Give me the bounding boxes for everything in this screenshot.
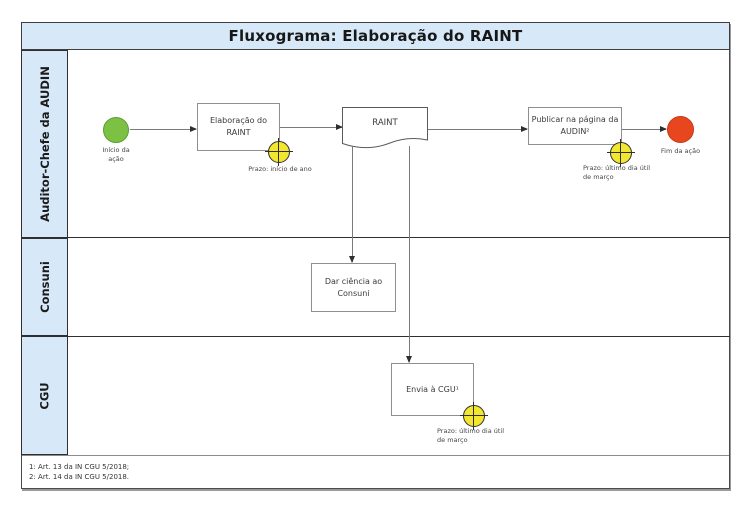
document-shape	[342, 107, 428, 149]
task-envia-cgu: Envia à CGU¹	[391, 363, 474, 416]
end-event-label: Fim da ação	[660, 147, 701, 155]
task-dar-ciencia-consuni: Dar ciência ao Consuni	[311, 263, 396, 312]
timer-label-ultimo-dia-marco-enviar: Prazo: último dia útil de março	[437, 427, 505, 444]
lane-label-text: CGU	[37, 381, 52, 410]
footnote-2: 2: Art. 14 da IN CGU 5/2018.	[29, 473, 130, 481]
lane-divider	[21, 237, 730, 238]
flow-arrow-doc-to-publicar	[428, 125, 528, 132]
start-event-circle	[103, 117, 129, 143]
flow-arrow-doc-to-enviar	[405, 146, 412, 363]
flow-arrow-elaborar-to-doc	[280, 123, 343, 130]
diagram-title-bar: Fluxograma: Elaboração do RAINT	[21, 22, 730, 50]
flowchart-frame	[21, 22, 730, 489]
lane-label-text: Consuni	[37, 261, 52, 313]
timer-label-inicio-de-ano: Prazo: início de ano	[248, 165, 312, 173]
footnotes-area: 1: Art. 13 da IN CGU 5/2018; 2: Art. 14 …	[22, 455, 729, 488]
task-elaboracao-raint: Elaboração do RAINT	[197, 103, 280, 151]
lane-label-text: Auditor-Chefe da AUDIN	[37, 66, 52, 222]
timer-cross-icon	[460, 415, 488, 417]
lane-label-auditor-chefe: Auditor-Chefe da AUDIN	[21, 50, 68, 238]
document-raint: RAINT	[342, 107, 428, 151]
timer-cross-icon	[607, 152, 635, 154]
lane-divider	[21, 336, 730, 337]
timer-event-inicio-de-ano	[265, 138, 293, 166]
end-event-circle	[667, 116, 694, 143]
diagram-title: Fluxograma: Elaboração do RAINT	[228, 27, 523, 45]
flow-arrow-publicar-to-end	[622, 125, 667, 132]
lane-label-consuni: Consuni	[21, 238, 68, 336]
document-label: RAINT	[372, 118, 398, 128]
timer-cross-icon	[265, 151, 293, 153]
flow-arrow-doc-to-ciencia	[348, 146, 355, 263]
timer-label-ultimo-dia-marco-publicar: Prazo: último dia útil de março	[583, 164, 651, 181]
flow-arrow-start-to-elaborar	[130, 125, 197, 132]
start-event-label: Início da ação	[102, 146, 130, 163]
timer-event-ultimo-dia-marco-publicar	[607, 139, 635, 167]
timer-event-ultimo-dia-marco-enviar	[460, 402, 488, 430]
lane-label-cgu: CGU	[21, 336, 68, 455]
task-publicar-pagina-audin: Publicar na página da AUDIN²	[528, 107, 622, 145]
footnote-1: 1: Art. 13 da IN CGU 5/2018;	[29, 463, 130, 471]
